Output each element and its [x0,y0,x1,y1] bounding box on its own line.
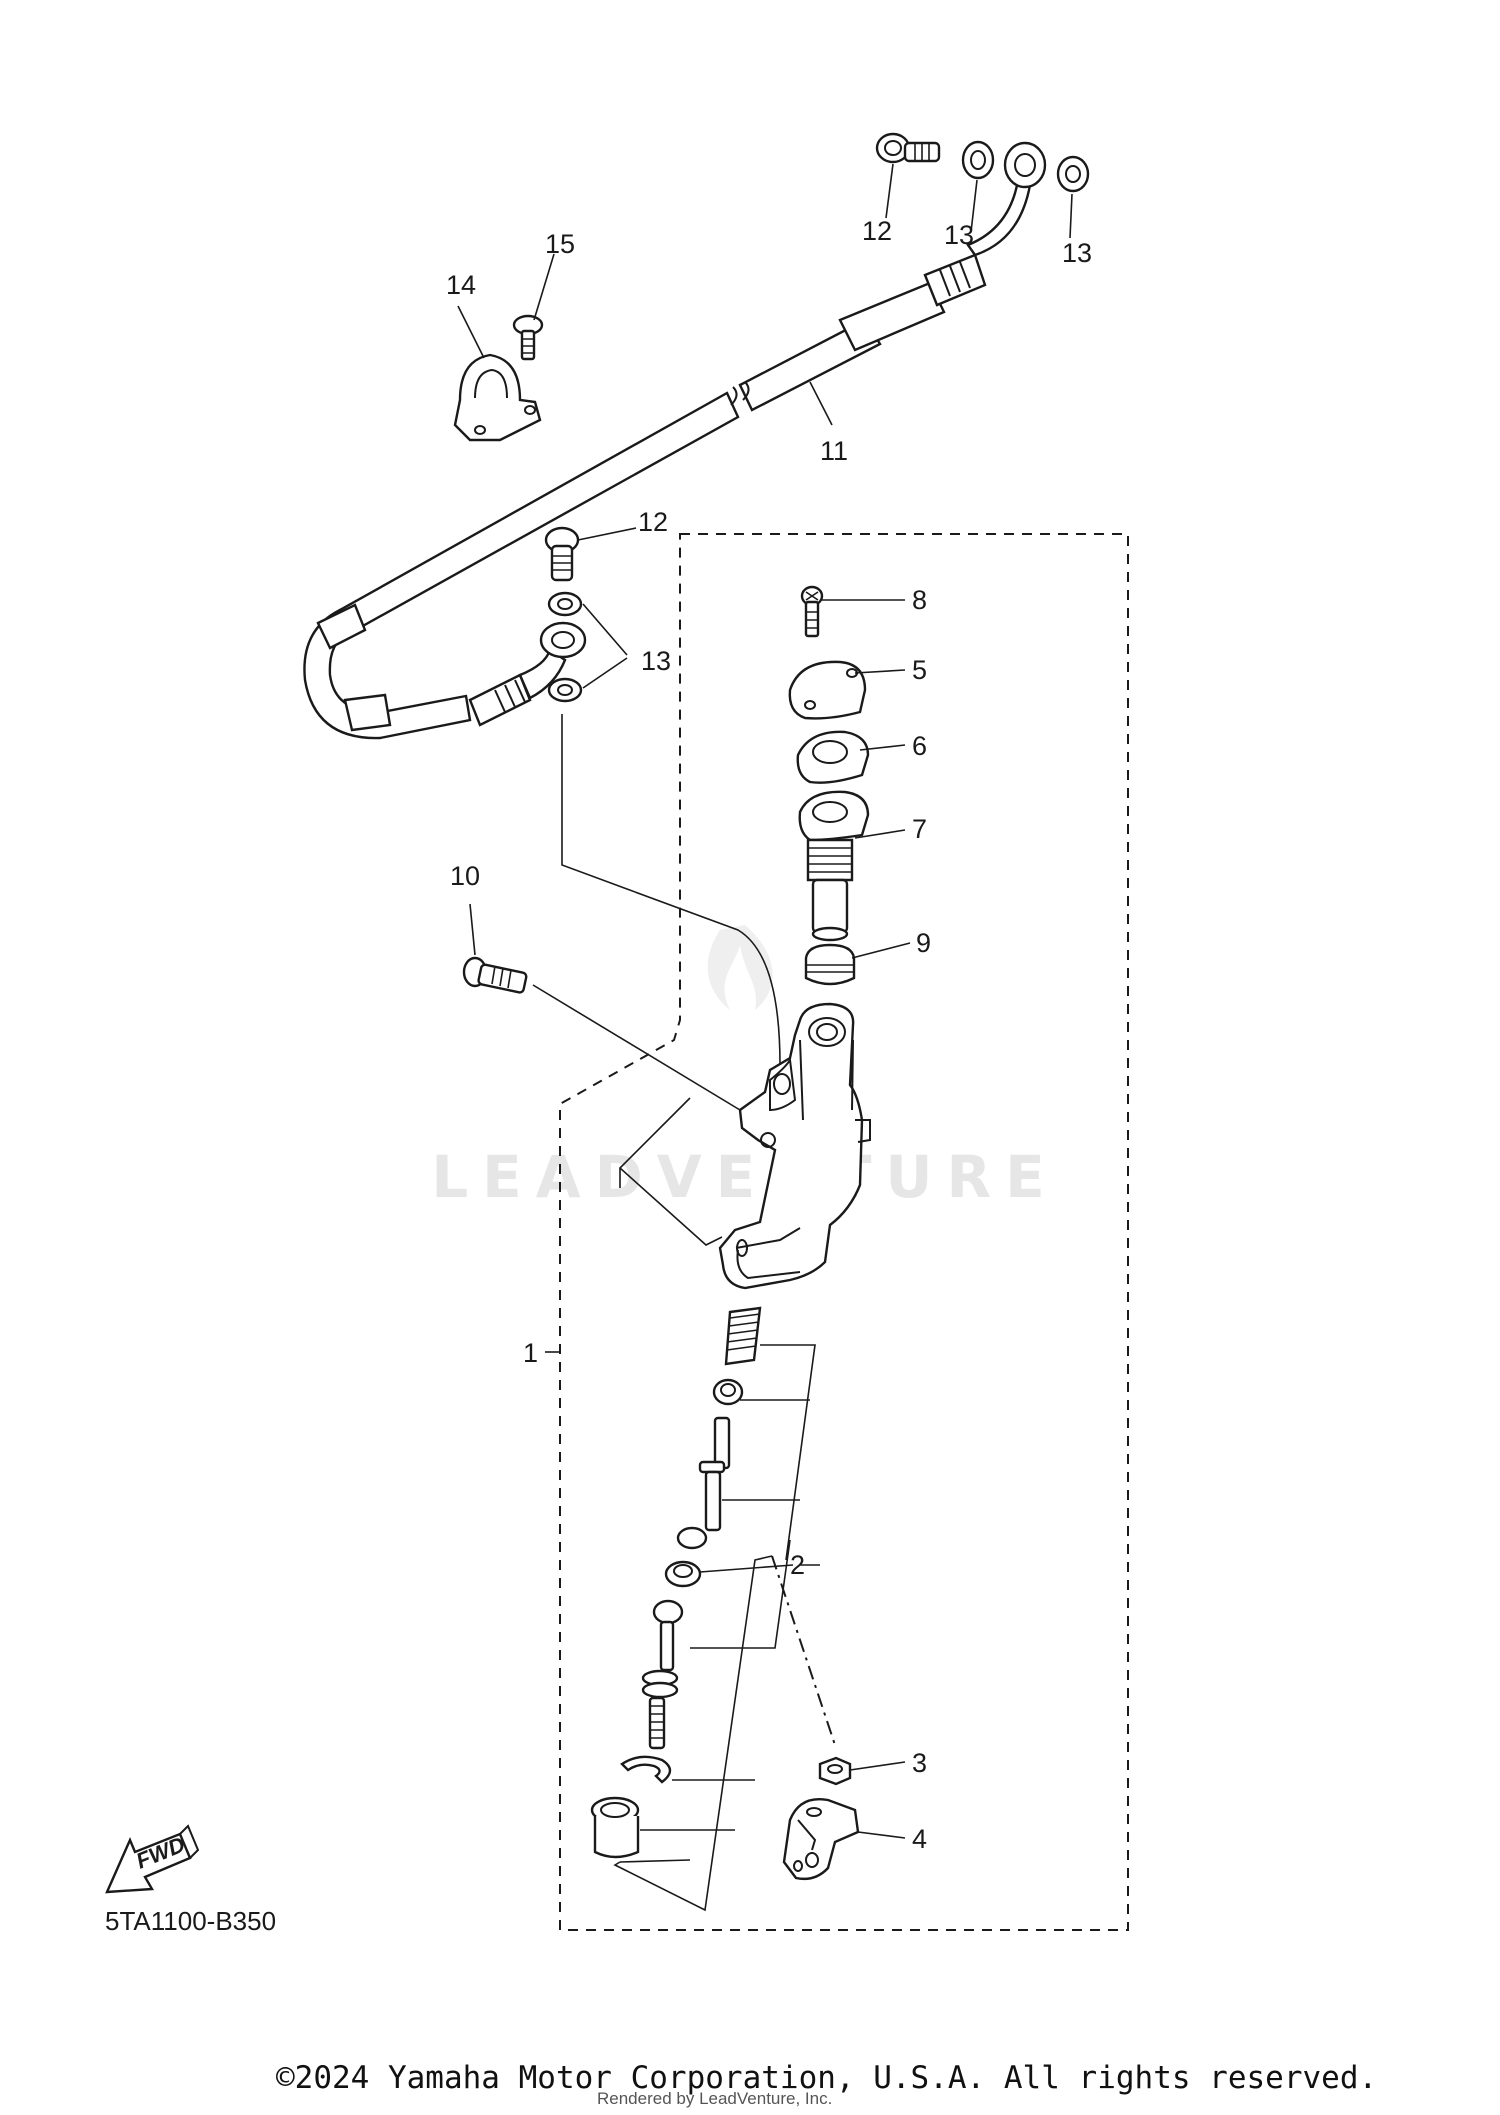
circlip-part[interactable] [620,1755,672,1784]
watermark-text: LEADVENTURE [431,1143,1059,1211]
reservoir-float-part[interactable] [804,943,856,986]
piston-spring-part[interactable] [724,1306,762,1366]
push-rod-part[interactable] [641,1599,684,1750]
callout-8: 8 [912,585,927,615]
mounting-bolt-part[interactable] [462,956,528,994]
assembly-boundary [559,533,1129,1931]
clevis-part[interactable] [782,1798,860,1881]
reservoir-cap-part[interactable] [788,660,867,720]
copyright-notice: ©2024 Yamaha Motor Corporation, U.S.A. A… [276,2060,1378,2096]
callout-5: 5 [912,655,927,685]
callout-11: 11 [820,436,848,466]
callout-12-upper: 12 [862,216,892,246]
callout-13-upper-right: 13 [1062,238,1092,268]
callout-14: 14 [446,270,476,300]
callout-4: 4 [912,1824,927,1854]
piston-part[interactable] [676,1416,731,1550]
locknut-part[interactable] [818,1756,852,1786]
callout-7: 7 [912,814,927,844]
diaphragm-plate-part[interactable] [796,730,870,784]
boot-part[interactable] [590,1796,640,1859]
callout-13-lower: 13 [641,646,671,676]
hose-holder-part[interactable] [453,353,542,442]
callout-12-lower: 12 [638,507,668,537]
union-bolt-upper[interactable] [875,132,941,164]
copper-washer-3[interactable] [547,591,583,617]
callout-9: 9 [916,928,931,958]
callout-2: 2 [790,1550,805,1580]
cup-seal-upper-part[interactable] [712,1378,744,1406]
callout-1: 1 [523,1338,538,1368]
leader-lines [457,163,1073,1912]
rendered-by-notice: Rendered by LeadVenture, Inc. [597,2089,833,2108]
cup-seal-lower-part[interactable] [664,1560,702,1588]
diaphragm-part[interactable] [798,790,870,942]
copper-washer-4[interactable] [547,677,583,703]
callout-labels: 12 13 13 11 15 14 12 13 8 5 6 7 9 10 1 2… [446,216,1092,1854]
leadventure-watermark: LEADVENTURE [431,925,1059,1211]
callout-3: 3 [912,1748,927,1778]
callout-13-upper-left: 13 [944,220,974,250]
drawing-code: 5TA1100-B350 [105,1906,276,1936]
fwd-arrow-icon: FWD [105,1824,200,1894]
union-bolt-lower[interactable] [544,526,580,582]
callout-10: 10 [450,861,480,891]
brake-hose-part[interactable] [303,141,1047,740]
copper-washer-1[interactable] [961,140,995,180]
holder-screw-part[interactable] [512,314,544,361]
callout-6: 6 [912,731,927,761]
master-cylinder-body[interactable] [718,1002,871,1290]
copper-washer-2[interactable] [1056,155,1090,193]
callout-15: 15 [545,229,575,259]
cap-bolt-part[interactable] [800,585,824,638]
